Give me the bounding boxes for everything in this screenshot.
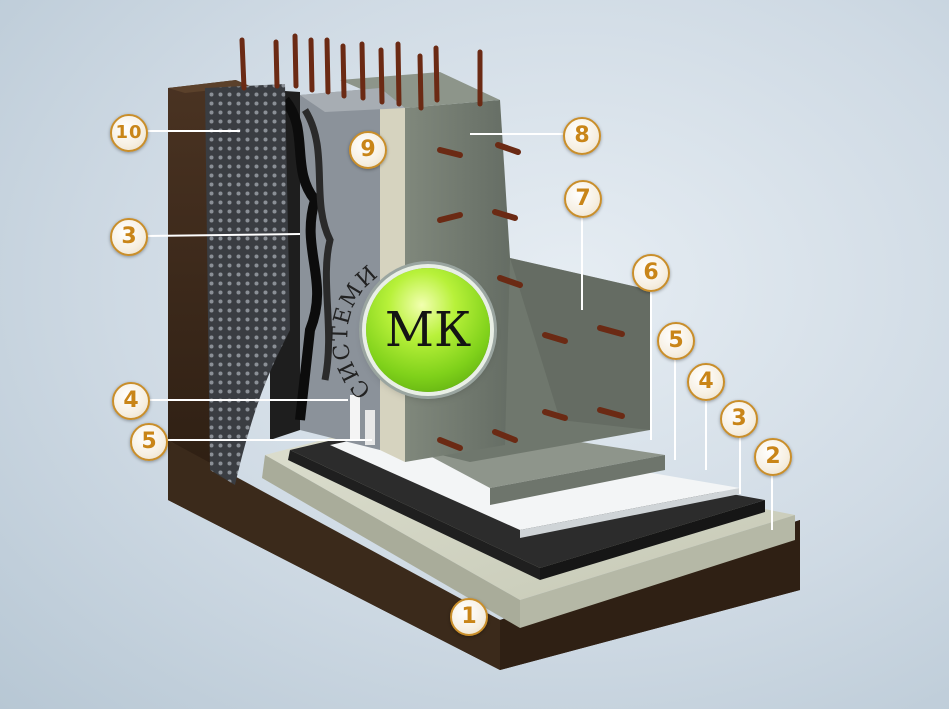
logo-arc-svg: СИСТЕМИ: [328, 261, 382, 403]
logo-green-sphere: [366, 268, 490, 392]
callout-9: 9: [349, 131, 387, 169]
callout-1: 1: [450, 598, 488, 636]
callout-5-right: 5: [657, 322, 695, 360]
wall-base-white-layers: [350, 395, 375, 445]
logo-letters: МК: [384, 302, 472, 358]
callout-7: 7: [564, 180, 602, 218]
dimpled-drainage-membrane: [205, 84, 290, 485]
callout-4-left: 4: [112, 382, 150, 420]
callout-4-right: 4: [687, 363, 725, 401]
callout-8: 8: [563, 117, 601, 155]
callout-3-left: 3: [110, 218, 148, 256]
rebar-top: [239, 33, 483, 111]
callout-10: 10: [110, 114, 148, 152]
callout-2: 2: [754, 438, 792, 476]
callout-5-left: 5: [130, 423, 168, 461]
callout-3-right: 3: [720, 400, 758, 438]
leader-lines: [145, 130, 773, 530]
callout-6: 6: [632, 254, 670, 292]
rebar-stubs: [437, 142, 625, 451]
mk-systems-logo: МК СИСТЕМИ: [328, 250, 514, 410]
